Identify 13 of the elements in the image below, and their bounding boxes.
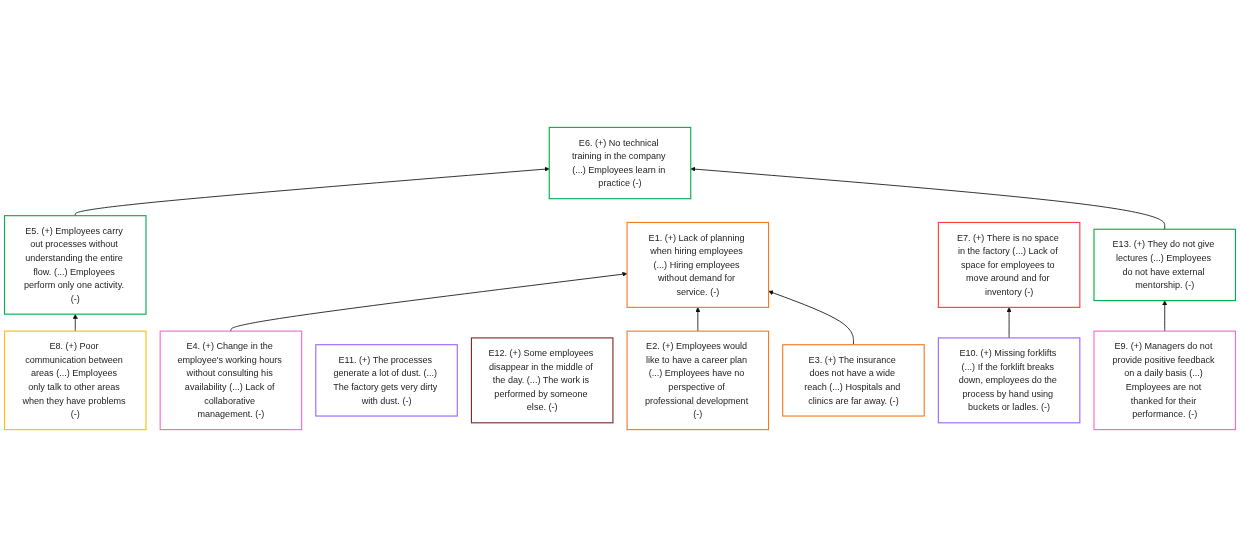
node-box: E11. (+) The processes generate a lot of dust. (...) The factory gets very dirty with dust. (-) — [315, 344, 458, 417]
node-box: E6. (+) No technical training in the company (...) Employees learn in practice (-) — [548, 126, 692, 200]
node-box: E8. (+) Poor communication between areas (...) Employees only talk to other areas when they have problems (-) — [3, 330, 147, 431]
node-box: E1. (+) Lack of planning when hiring employees (...) Hiring employees without demand for service. (-) — [626, 221, 770, 308]
node-box: E10. (+) Missing forklifts (...) If the forklift breaks down, employees do the process by hand using buckets or ladles. (-) — [937, 337, 1081, 424]
node-box: E12. (+) Some employees disappear in the middle of the day. (...) The work is performed by someone else. (-) — [470, 337, 614, 424]
node-box: E2. (+) Employees would like to have a career plan (...) Employees have no perspective of professional development (-) — [626, 330, 770, 431]
node-box: E4. (+) Change in the employee's working hours without consulting his availability (...) Lack of collaborative management. (-) — [159, 330, 303, 431]
node-box: E5. (+) Employees carry out processes without understanding the entire flow. (...) Employees perform only one activity. (-) — [3, 215, 147, 315]
node-box: E13. (+) They do not give lectures (...) Employees do not have external mentorship. (-) — [1093, 228, 1237, 302]
node-box: E3. (+) The insurance does not have a wide reach (...) Hospitals and clinics are far away. (-) — [782, 344, 925, 417]
node-box: E7. (+) There is no space in the factory (...) Lack of space for employees to move around and for inventory (-) — [937, 221, 1081, 308]
node-box: E9. (+) Managers do not provide positive feedback on a daily basis (...) Employees are not thanked for their performance. (-) — [1093, 330, 1237, 431]
